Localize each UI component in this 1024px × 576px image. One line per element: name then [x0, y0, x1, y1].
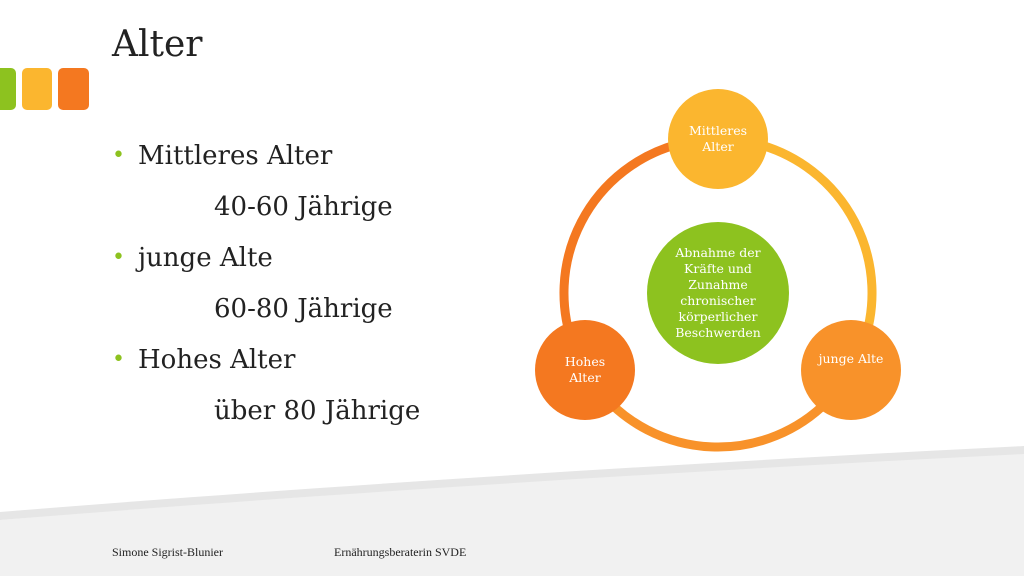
center-label-line: körperlicher	[678, 309, 758, 324]
sub-item: 60-80 Jährige	[112, 289, 532, 340]
sub-item: 40-60 Jährige	[112, 187, 532, 238]
bullet-dot-icon: •	[112, 143, 125, 168]
bullet-list: • Mittleres Alter 40-60 Jährige • junge …	[112, 136, 532, 442]
bullet-item: • Mittleres Alter	[112, 136, 532, 187]
cycle-arc-left	[559, 139, 680, 348]
center-label-line: Zunahme	[688, 277, 748, 292]
node-label-line: Hohes	[564, 354, 606, 369]
node-label-hohes-alter: Hohes Alter	[540, 345, 630, 395]
node-label-line: junge Alte	[818, 351, 884, 366]
center-label-line: chronischer	[680, 293, 756, 308]
bullet-item: • junge Alte	[112, 238, 532, 289]
bullet-dot-icon: •	[112, 347, 125, 372]
sub-item-text: 40-60 Jährige	[214, 192, 393, 222]
bullet-dot-icon: •	[112, 245, 125, 270]
slide-title: Alter	[112, 24, 203, 65]
center-label-line: Abnahme der	[675, 245, 761, 260]
center-circle	[647, 222, 789, 364]
node-junge-alte	[801, 320, 901, 420]
sub-item: über 80 Jährige	[112, 391, 532, 442]
cycle-arc-top-right	[756, 139, 877, 348]
center-label-line: Kräfte und	[684, 261, 752, 276]
node-label-line: Alter	[702, 139, 734, 154]
node-label-junge-alte: junge Alte	[806, 345, 896, 373]
node-mittleres-alter	[668, 89, 768, 189]
accent-square-dark-orange	[58, 68, 89, 110]
footer-author: Simone Sigrist-Blunier	[112, 545, 223, 559]
node-label-mittleres-alter: Mittleres Alter	[673, 114, 763, 164]
node-hohes-alter	[535, 320, 635, 420]
footer-role: Ernährungsberaterin SVDE	[334, 545, 467, 559]
bullet-text: Mittleres Alter	[138, 141, 333, 171]
node-label-line: Alter	[569, 370, 601, 385]
bullet-text: Hohes Alter	[138, 345, 296, 375]
bullet-text: junge Alte	[138, 243, 273, 273]
node-label-line: Mittleres	[688, 123, 748, 138]
bullet-item: • Hohes Alter	[112, 340, 532, 391]
center-label: Abnahme der Kräfte und Zunahme chronisch…	[657, 243, 779, 343]
sub-item-text: über 80 Jährige	[214, 396, 421, 426]
center-label-line: Beschwerden	[675, 325, 761, 340]
accent-square-light-orange	[22, 68, 52, 110]
cycle-arc-bottom	[596, 389, 831, 452]
accent-square-green	[0, 68, 16, 110]
sub-item-text: 60-80 Jährige	[214, 294, 393, 324]
